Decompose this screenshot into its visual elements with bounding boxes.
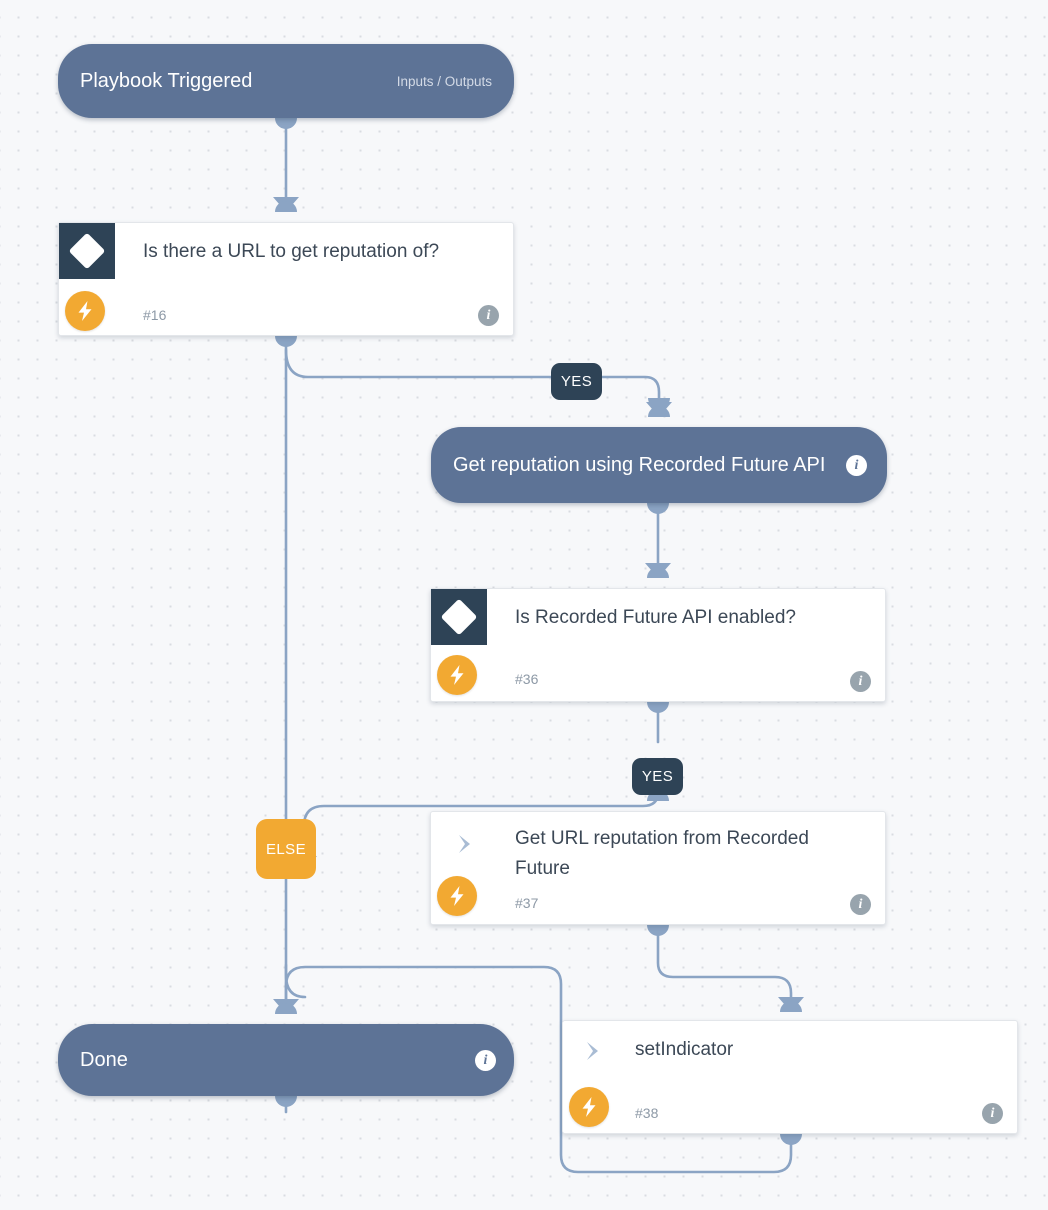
node-title: Playbook Triggered [80, 70, 253, 92]
bolt-icon [65, 291, 105, 331]
node-task-set-indicator[interactable]: setIndicator #38 i [562, 1020, 1018, 1134]
edge-task37-to-task38 [656, 923, 793, 1002]
info-icon[interactable]: i [478, 305, 499, 326]
info-icon[interactable]: i [850, 894, 871, 915]
bolt-glyph [450, 665, 464, 685]
node-subtitle-inputs-outputs[interactable]: Inputs / Outputs [396, 73, 492, 89]
node-id-label: #37 [515, 895, 539, 911]
node-done[interactable]: Done i [58, 1024, 514, 1096]
info-icon[interactable]: i [475, 1050, 496, 1071]
node-playbook-triggered[interactable]: Playbook Triggered Inputs / Outputs [58, 44, 514, 118]
chevron-glyph [587, 1042, 598, 1060]
node-task-get-url-reputation[interactable]: Get URL reputation from Recorded Future … [430, 811, 886, 925]
edge-label-yes-2[interactable]: YES [632, 758, 683, 795]
node-title: Is there a URL to get reputation of? [143, 241, 440, 262]
edge-label-yes-1[interactable]: YES [551, 363, 602, 400]
info-icon[interactable]: i [850, 671, 871, 692]
bolt-glyph [582, 1097, 596, 1117]
condition-header [59, 223, 115, 279]
bolt-icon [569, 1087, 609, 1127]
node-id-label: #16 [143, 307, 167, 323]
node-title: Done [80, 1049, 128, 1071]
info-icon[interactable]: i [982, 1103, 1003, 1124]
bolt-glyph [78, 301, 92, 321]
node-condition-url-reputation[interactable]: Is there a URL to get reputation of? #16… [58, 222, 514, 336]
node-condition-rf-api-enabled[interactable]: Is Recorded Future API enabled? #36 i [430, 588, 886, 702]
node-title: Get reputation using Recorded Future API [453, 454, 826, 476]
node-title: setIndicator [635, 1039, 734, 1060]
node-id-label: #38 [635, 1105, 659, 1121]
bolt-glyph [450, 886, 464, 906]
chevron-right-icon [575, 1035, 615, 1067]
chevron-glyph [459, 835, 470, 853]
edge-cond16-else-trunk [284, 334, 307, 999]
node-get-reputation-recorded-future-api[interactable]: Get reputation using Recorded Future API… [431, 427, 887, 503]
edge-cond16-yes-to-action [284, 348, 661, 411]
bolt-icon [437, 655, 477, 695]
diamond-icon [440, 598, 478, 636]
condition-header [431, 589, 487, 645]
edge-label-else[interactable]: ELSE [256, 819, 316, 879]
node-id-label: #36 [515, 671, 539, 687]
diamond-icon [68, 232, 106, 270]
bolt-icon [437, 876, 477, 916]
node-title: Is Recorded Future API enabled? [515, 607, 796, 628]
node-title: Get URL reputation from Recorded Future [515, 828, 809, 879]
info-icon[interactable]: i [846, 455, 867, 476]
chevron-right-icon [447, 828, 487, 860]
